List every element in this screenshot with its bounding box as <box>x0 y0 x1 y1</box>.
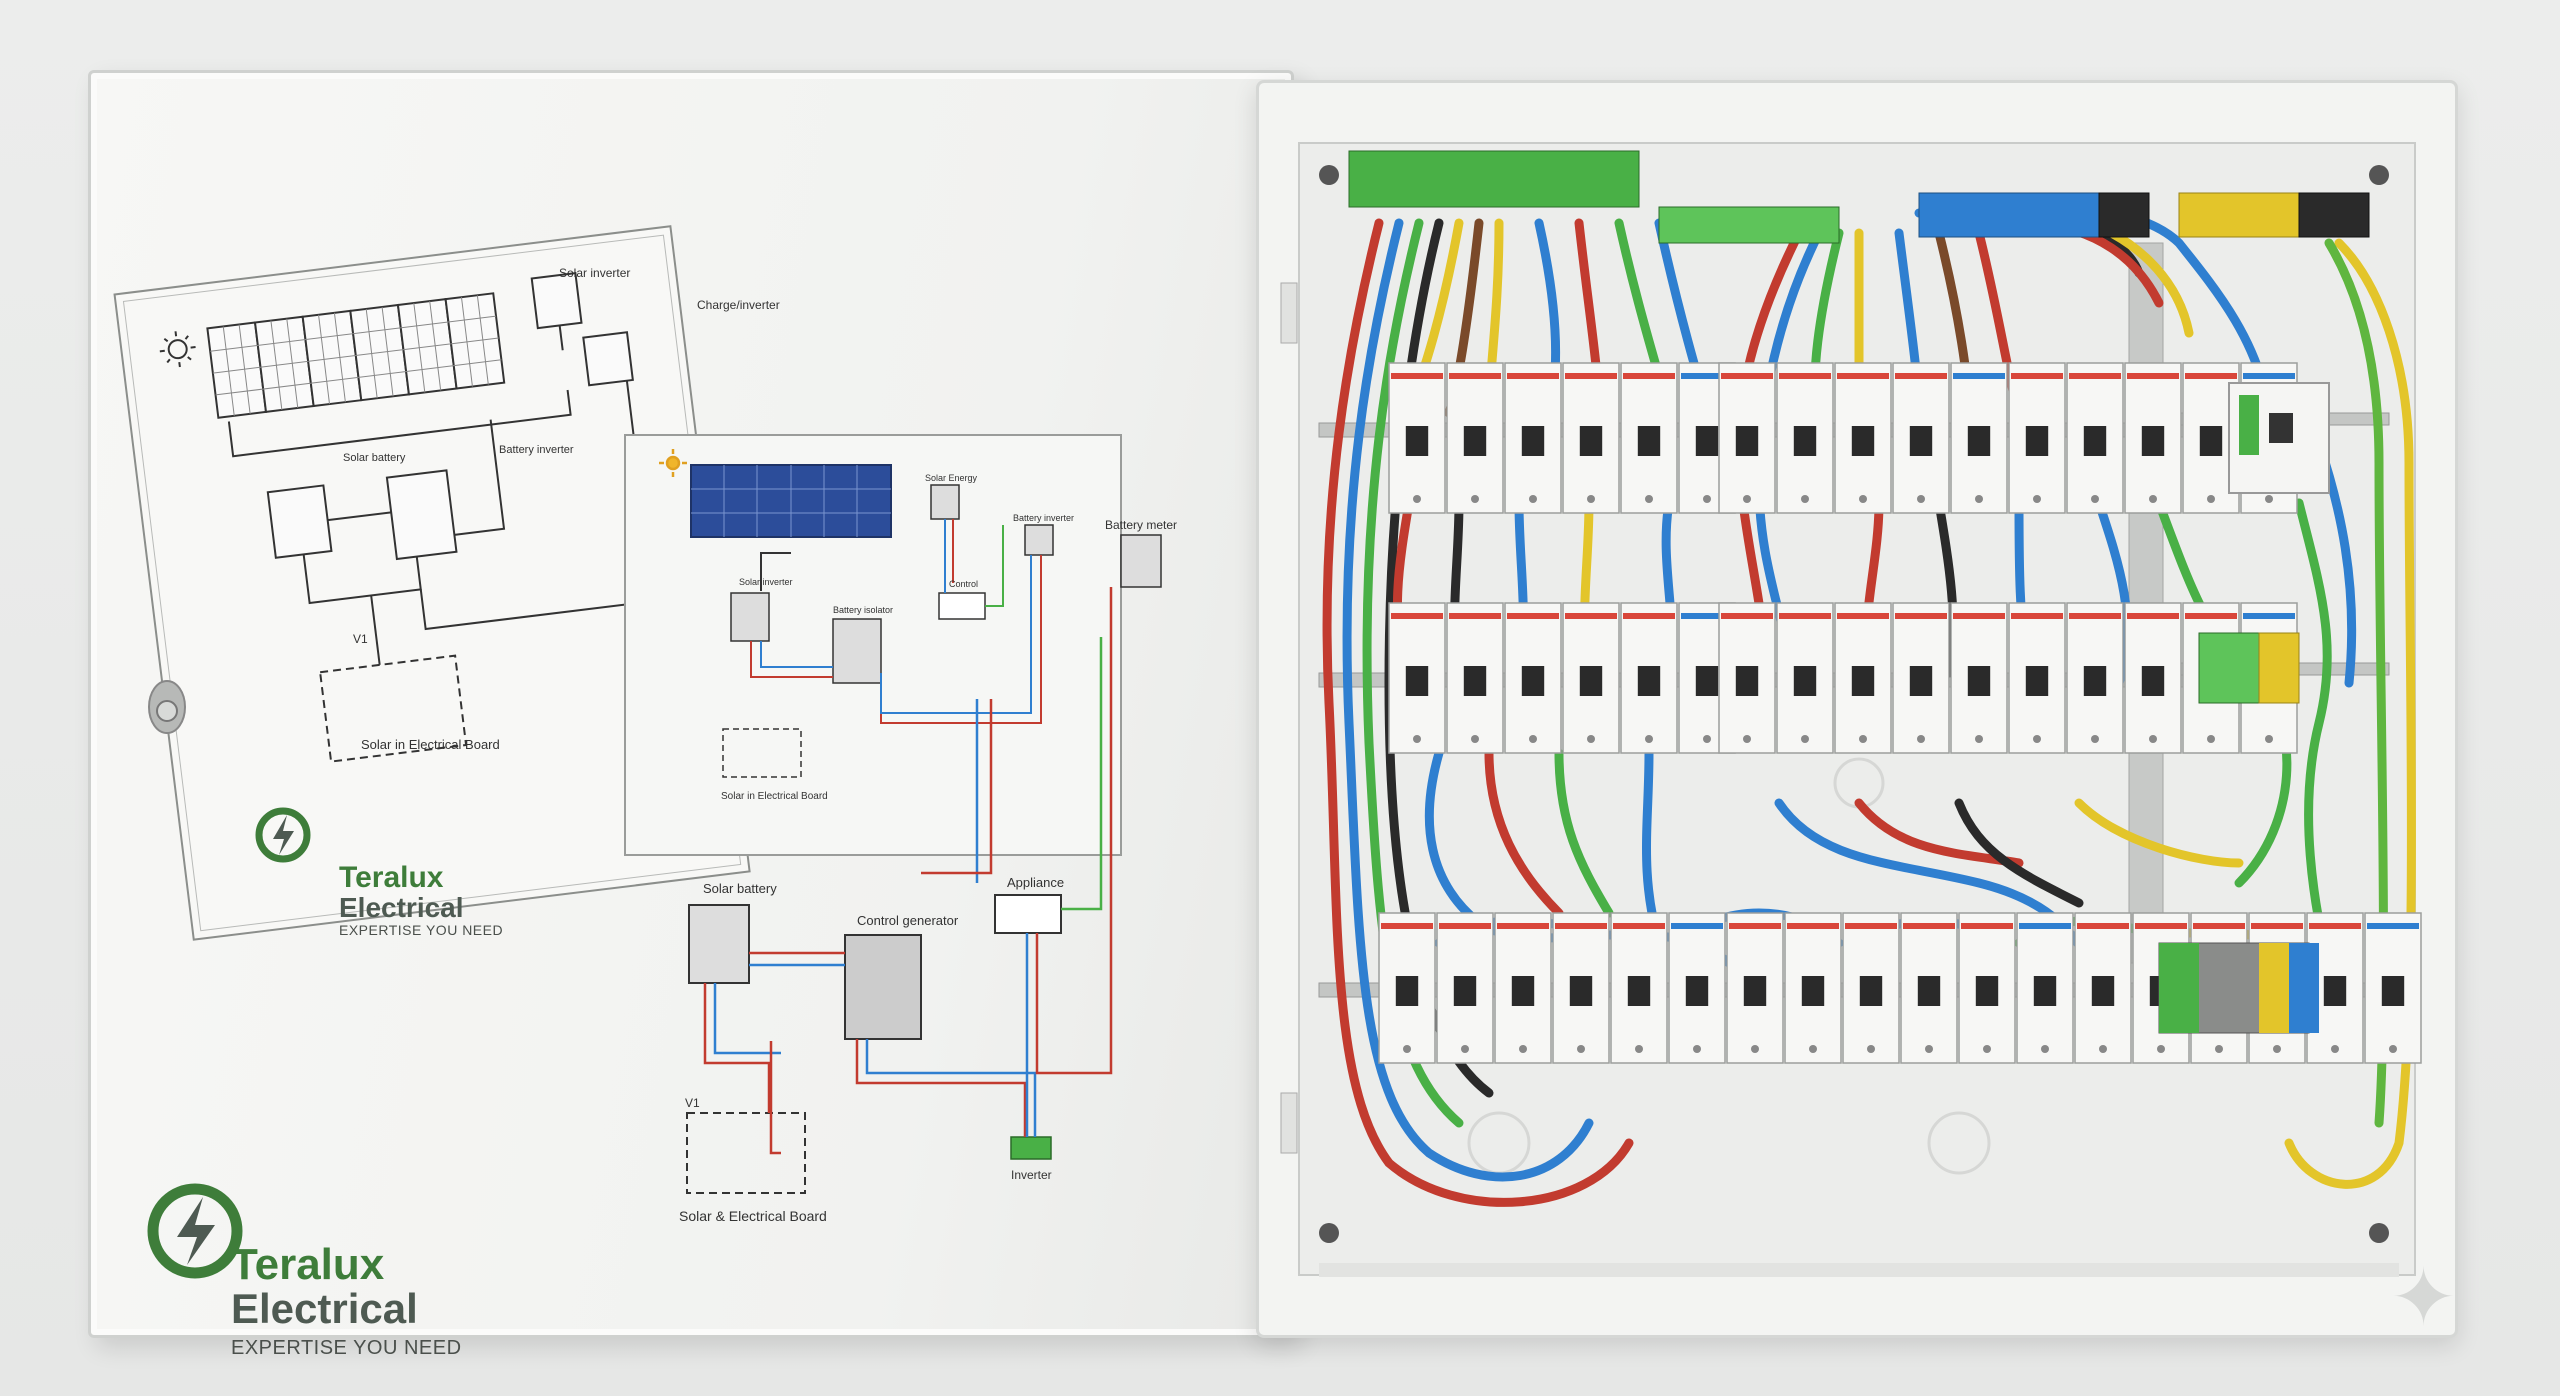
circuit-breaker[interactable] <box>2364 912 2422 1064</box>
label-battery-isolator: Battery isolator <box>833 605 893 615</box>
circuit-breaker[interactable] <box>1668 912 1726 1064</box>
brand-name-large: Teralux <box>231 1240 385 1289</box>
circuit-breaker[interactable] <box>1776 362 1834 514</box>
brand-tagline-small: EXPERTISE YOU NEED <box>339 922 504 939</box>
electrical-cabinet <box>1256 80 2458 1338</box>
circuit-breaker[interactable] <box>1620 602 1678 754</box>
circuit-breaker[interactable] <box>1950 362 2008 514</box>
label-battery-meter: Battery meter <box>1105 518 1177 532</box>
caption-middle: Solar in Electrical Board <box>721 791 828 802</box>
brand-logo-large: Teralux Electrical EXPERTISE YOU NEED <box>231 1243 462 1360</box>
circuit-breaker[interactable] <box>1842 912 1900 1064</box>
circuit-breaker[interactable] <box>1504 602 1562 754</box>
circuit-breaker[interactable] <box>1900 912 1958 1064</box>
label-v1-front: V1 <box>685 1096 700 1110</box>
circuit-breaker[interactable] <box>2124 602 2182 754</box>
circuit-breaker[interactable] <box>1388 362 1446 514</box>
circuit-breaker[interactable] <box>1446 362 1504 514</box>
circuit-breaker[interactable] <box>1610 912 1668 1064</box>
label-solar-inverter-middle: Solar inverter <box>739 577 793 587</box>
label-battery-inverter-middle: Battery inverter <box>1013 513 1074 523</box>
sun-icon <box>659 449 687 477</box>
circuit-breaker[interactable] <box>1892 362 1950 514</box>
circuit-breaker[interactable] <box>2008 602 2066 754</box>
schematic-sheet-back <box>113 225 751 941</box>
circuit-breaker[interactable] <box>2066 602 2124 754</box>
terminal-strip-top <box>1348 150 2370 244</box>
circuit-breaker[interactable] <box>1834 602 1892 754</box>
label-inverter: Inverter <box>1011 1168 1052 1182</box>
brand-sub-large: Electrical <box>231 1285 418 1332</box>
label-solar-energy: Solar Energy <box>925 473 978 483</box>
cabinet-interior <box>1280 142 2422 1277</box>
circuit-breaker[interactable] <box>1834 362 1892 514</box>
circuit-breaker[interactable] <box>1378 912 1436 1064</box>
door-schematics: Solar inverter Charge/inverter Solar bat… <box>113 225 1177 1279</box>
label-battery-inverter-back: Battery inverter <box>499 444 574 456</box>
brand-tagline-large: EXPERTISE YOU NEED <box>231 1337 462 1360</box>
circuit-breaker[interactable] <box>1892 602 1950 754</box>
circuit-breaker[interactable] <box>2008 362 2066 514</box>
label-solar-battery-back: Solar battery <box>343 452 406 464</box>
circuit-breaker[interactable] <box>2074 912 2132 1064</box>
lightning-bolt-icon <box>147 1183 243 1279</box>
circuit-breaker[interactable] <box>1958 912 2016 1064</box>
circuit-breaker[interactable] <box>1718 602 1776 754</box>
circuit-breaker[interactable] <box>1436 912 1494 1064</box>
circuit-breaker[interactable] <box>1784 912 1842 1064</box>
label-control-generator: Control generator <box>857 913 959 928</box>
schematic-sheet-middle <box>624 434 1162 856</box>
terminal-block-right <box>2158 382 2330 1034</box>
circuit-breaker[interactable] <box>2016 912 2074 1064</box>
circuit-breaker[interactable] <box>1552 912 1610 1064</box>
circuit-breaker[interactable] <box>2066 362 2124 514</box>
panel-door[interactable]: Solar inverter Charge/inverter Solar bat… <box>88 70 1294 1359</box>
circuit-breaker[interactable] <box>1562 602 1620 754</box>
brand-logo-small: Teralux Electrical EXPERTISE YOU NEED <box>339 861 504 939</box>
circuit-breaker[interactable] <box>2124 362 2182 514</box>
circuit-breaker[interactable] <box>1718 362 1776 514</box>
circuit-breaker[interactable] <box>1776 602 1834 754</box>
brand-name-small: Teralux <box>339 861 444 894</box>
label-solar-inverter-back: Solar inverter <box>559 266 630 280</box>
label-control-middle: Control <box>949 579 978 589</box>
caption-back: Solar in Electrical Board <box>361 737 500 752</box>
circuit-breaker[interactable] <box>1494 912 1552 1064</box>
circuit-breaker[interactable] <box>1726 912 1784 1064</box>
circuit-breaker[interactable] <box>1950 602 2008 754</box>
breaker-rows <box>1378 362 2422 1064</box>
circuit-breaker[interactable] <box>1446 602 1504 754</box>
brand-sub-small: Electrical <box>339 892 464 923</box>
label-appliance: Appliance <box>1007 875 1064 890</box>
circuit-breaker[interactable] <box>1388 602 1446 754</box>
sun-icon <box>159 331 196 368</box>
door-latch-icon[interactable] <box>148 680 186 734</box>
label-solar-battery-front: Solar battery <box>703 881 777 896</box>
solar-panel-array-middle <box>690 464 892 538</box>
lightning-bolt-icon <box>255 807 311 863</box>
label-v1-back: V1 <box>353 632 368 646</box>
circuit-breaker[interactable] <box>1562 362 1620 514</box>
circuit-breaker[interactable] <box>1504 362 1562 514</box>
label-charge-inverter-back: Charge/inverter <box>697 298 780 312</box>
schematic-front <box>686 587 1113 1194</box>
sparkle-icon: ✦ <box>2390 1253 2458 1342</box>
caption-front: Solar & Electrical Board <box>679 1208 827 1224</box>
circuit-breaker[interactable] <box>1620 362 1678 514</box>
